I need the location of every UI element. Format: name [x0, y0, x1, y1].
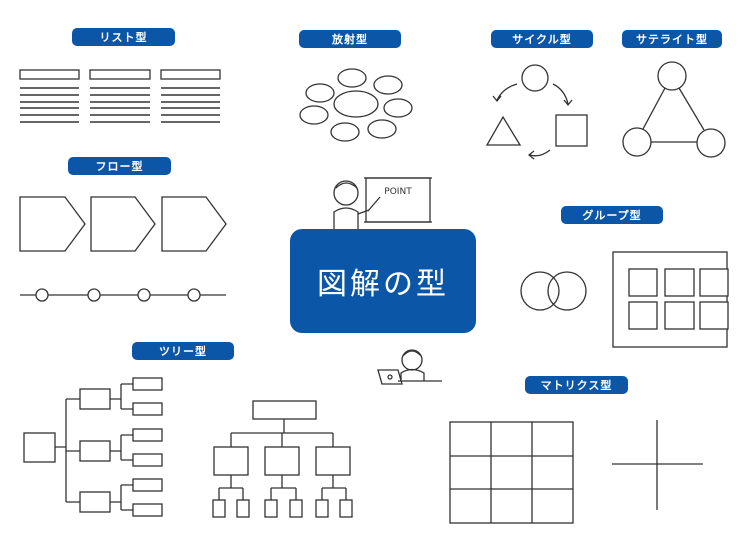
page-title: 図解の型: [290, 229, 476, 333]
point-board-text: POINT: [384, 187, 412, 197]
satellite-diagram: [622, 61, 726, 158]
label-flow: フロー型: [68, 157, 171, 175]
flow-diagram: [19, 196, 227, 302]
group-diagram: [520, 251, 729, 348]
label-satellite: サテライト型: [622, 30, 722, 48]
label-cycle: サイクル型: [491, 30, 593, 48]
label-matrix: マトリクス型: [525, 376, 628, 394]
radial-diagram: [299, 68, 413, 142]
cycle-diagram: [485, 64, 588, 160]
tree-diagram-vertical: [212, 400, 353, 518]
label-radial: 放射型: [299, 30, 401, 48]
laptop-user-illustration: [377, 349, 442, 385]
presenter-illustration: [333, 177, 432, 229]
list-diagram: [19, 69, 221, 123]
label-list: リスト型: [72, 28, 175, 46]
matrix-diagram: [449, 420, 703, 524]
label-tree: ツリー型: [132, 342, 234, 360]
label-group: グループ型: [561, 206, 663, 224]
tree-diagram-horizontal: [23, 377, 163, 517]
